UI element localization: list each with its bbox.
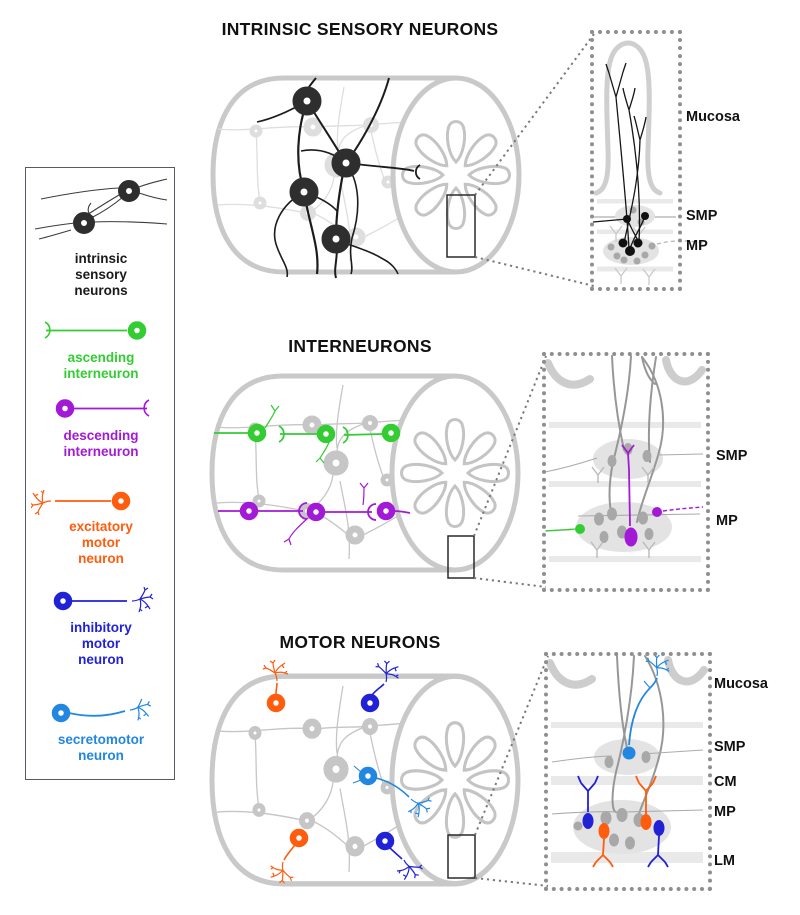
descending-interneuron-chain	[218, 482, 411, 546]
legend-label-intrinsic-sensory: intrinsic sensory neurons	[74, 251, 128, 298]
section-title-interneurons: INTERNEURONS	[288, 336, 432, 356]
inset1-label-mucosa: Mucosa	[686, 109, 740, 125]
inset2-gray-cells	[594, 443, 654, 543]
inset3-label-lm: LM	[714, 853, 735, 869]
section-title-motor-neurons: MOTOR NEURONS	[279, 632, 441, 652]
inset1-sensory-somas	[618, 212, 649, 256]
legend-label-ascending-interneuron: ascending interneuron	[63, 350, 139, 381]
cylinder-interneurons	[212, 373, 521, 573]
inset1-sensory-fibers	[592, 62, 647, 250]
cylinder-intrinsic-sensory	[213, 75, 522, 279]
descending-interneuron-icon	[31, 395, 150, 423]
inset3-label-mp: MP	[714, 804, 736, 820]
zoom-connector-lines	[473, 33, 595, 887]
villus-outline	[593, 40, 663, 196]
inset-motor-neurons	[546, 651, 708, 868]
zoom-rects	[446, 194, 476, 879]
inset2-label-mp: MP	[716, 513, 738, 529]
inset-intrinsic-sensory	[592, 40, 704, 286]
excitatory-motor-neuron-icon	[31, 489, 171, 515]
section-title-intrinsic-sensory: INTRINSIC SENSORY NEURONS	[221, 19, 499, 39]
inset3-label-cm: CM	[714, 774, 737, 790]
ascending-interneuron-chain	[214, 404, 397, 464]
inset-interneurons	[544, 355, 706, 562]
cylinder-motor-neurons	[212, 657, 521, 887]
inhibitory-motor-neuron-icon	[31, 587, 154, 613]
intrinsic-sensory-neurons-drawing	[256, 77, 421, 279]
motor-neurons-drawing	[262, 657, 437, 887]
secretomotor-neuron-icon	[31, 699, 153, 727]
inset3-label-smp: SMP	[714, 739, 746, 755]
inset3-gray-fibers	[611, 655, 665, 821]
inset2-interneurons	[545, 444, 704, 547]
inset-frame-intrinsic-sensory	[590, 30, 682, 291]
inset1-label-smp: SMP	[686, 208, 718, 224]
inset-frame-interneurons	[542, 352, 710, 592]
legend-label-inhibitory-motor-neuron: inhibitory motor neuron	[70, 620, 132, 667]
inset3-label-mucosa: Mucosa	[714, 676, 768, 692]
inset1-label-mp: MP	[686, 238, 708, 254]
inset3-secretomotor-neuron	[622, 651, 674, 760]
legend-label-secretomotor-neuron: secretomotor neuron	[57, 732, 145, 763]
legend-box: intrinsic sensory neurons ascending inte…	[25, 167, 175, 780]
legend-label-descending-interneuron: descending interneuron	[63, 428, 139, 459]
intrinsic-sensory-neurons-icon	[34, 178, 168, 240]
inset3-motor-terminals	[577, 775, 669, 868]
legend-label-excitatory-motor-neuron: excitatory motor neuron	[69, 519, 133, 566]
inset2-label-smp: SMP	[716, 448, 748, 464]
inset-frame-motor-neurons	[544, 652, 712, 891]
ascending-interneuron-icon	[44, 317, 171, 345]
